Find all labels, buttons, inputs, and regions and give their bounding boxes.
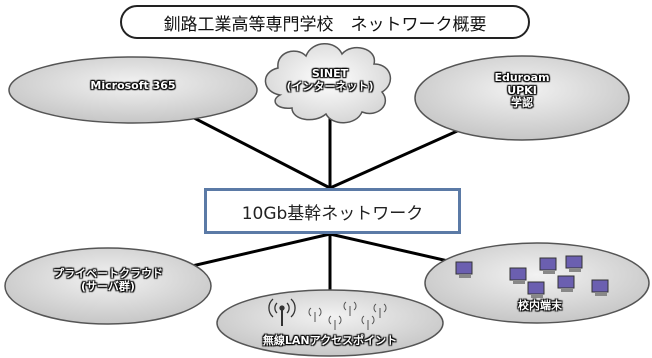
wifi-antenna-icon xyxy=(268,298,296,326)
private-cloud-label: プライベートクラウド (サーバ群) xyxy=(28,267,188,293)
diagram-title: 釧路工業高等専門学校 ネットワーク概要 xyxy=(120,5,530,39)
sinet-label-line1: SINET xyxy=(311,67,349,80)
computer-icon xyxy=(455,255,609,298)
private-cloud-ellipse xyxy=(4,247,212,325)
eduroam-label-line2: UPKI xyxy=(507,83,537,97)
sinet-cloud xyxy=(264,43,392,124)
eduroam-label: Eduroam UPKI 学認 xyxy=(480,71,564,110)
private-cloud-label-line1: プライベートクラウド xyxy=(53,267,163,280)
campus-terminals-label: 校内端末 xyxy=(518,299,562,312)
sinet-label-line2: (インターネット) xyxy=(286,79,374,93)
microsoft365-label: Microsoft 365 xyxy=(90,79,176,92)
wifi-antenna-icon xyxy=(308,301,387,330)
sinet-label: SINET (インターネット) xyxy=(283,67,377,93)
private-cloud-label-line2: (サーバ群) xyxy=(81,279,135,293)
eduroam-label-line3: 学認 xyxy=(511,96,533,110)
eduroam-label-line1: Eduroam xyxy=(494,71,550,84)
wireless-lan-label: 無線LANアクセスポイント xyxy=(262,334,398,347)
backbone-network-box: 10Gb基幹ネットワーク xyxy=(204,188,461,234)
eduroam-ellipse xyxy=(414,55,630,141)
microsoft365-ellipse xyxy=(8,56,258,124)
